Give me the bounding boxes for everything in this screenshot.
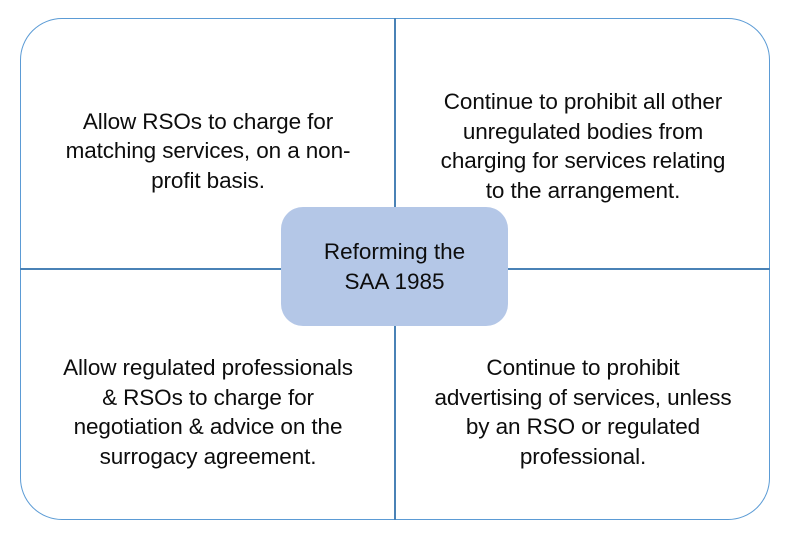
quadrant-bottom-left-text: Allow regulated professionals & RSOs to … (63, 355, 353, 469)
quadrant-bottom-right-text: Continue to prohibit advertising of serv… (434, 355, 732, 469)
center-hub-label: Reforming the SAA 1985 (281, 207, 508, 326)
quadrant-top-right-text: Continue to prohibit all other unregulat… (440, 89, 726, 203)
quadrant-top-left-text: Allow RSOs to charge for matching servic… (65, 108, 351, 193)
